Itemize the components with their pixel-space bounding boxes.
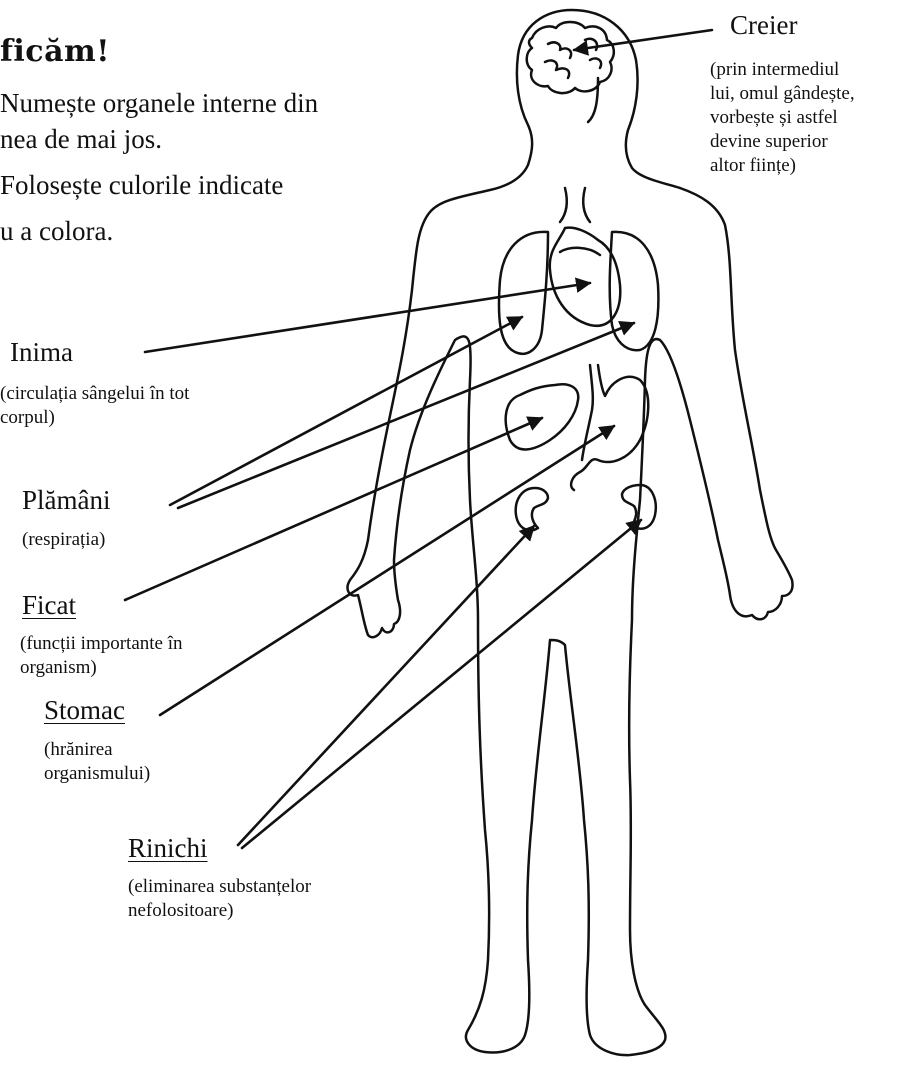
label-ficat: Ficat <box>22 590 76 621</box>
arrow-rinichi-left <box>238 526 534 845</box>
right-lung <box>610 232 659 350</box>
label-inima: Inima <box>10 337 73 368</box>
instruction-line-2: nea de mai jos. <box>0 122 162 156</box>
label-plamani: Plămâni <box>22 485 111 516</box>
desc-stomac: (hrănirea organismului) <box>44 738 150 786</box>
desc-rinichi: (eliminarea substanțelor nefolositoare) <box>128 875 311 923</box>
label-stomac: Stomac <box>44 695 125 726</box>
label-creier: Creier <box>730 10 797 41</box>
instruction-line-3: Folosește culorile indicate <box>0 168 283 202</box>
desc-plamani: (respirația) <box>22 528 105 552</box>
arrow-plamani-right <box>178 323 634 508</box>
left-kidney <box>516 488 548 530</box>
arrow-inima <box>145 283 590 352</box>
instruction-line-4: u a colora. <box>0 214 113 248</box>
brain-organ <box>527 22 614 122</box>
desc-ficat: (funcții importante în organism) <box>20 632 183 680</box>
trachea <box>560 188 590 222</box>
instruction-line-1: Numește organele interne din <box>0 86 318 120</box>
desc-inima: (circulația sângelui în tot corpul) <box>0 382 189 430</box>
label-rinichi: Rinichi <box>128 833 208 864</box>
desc-creier: (prin intermediul lui, omul gândește, vo… <box>710 58 855 178</box>
page-title: ficăm! <box>0 34 110 69</box>
